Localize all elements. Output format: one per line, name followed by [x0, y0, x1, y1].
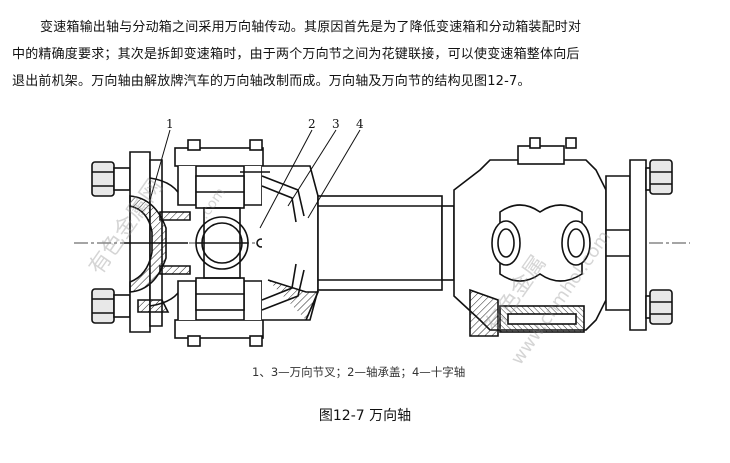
paragraph-line-2: 中的精确度要求；其次是拆卸变速箱时，由于两个万向节之间为花键联接，可以使变速箱整…: [12, 47, 580, 62]
part-label-2: 2: [308, 117, 316, 131]
drive-shaft: [317, 195, 455, 291]
paragraph-line-3: 退出前机架。万向轴由解放牌汽车的万向轴改制而成。万向轴及万向节的结构见图12-7…: [12, 74, 531, 89]
body-paragraph: 变速箱输出轴与分动箱之间采用万向轴传动。其原因首先是为了降低变速箱和分动箱装配时…: [12, 14, 720, 95]
left-flange-yoke: [91, 151, 188, 333]
part-label-4: 4: [356, 117, 364, 131]
paragraph-line-1: 变速箱输出轴与分动箱之间采用万向轴传动。其原因首先是为了降低变速箱和分动箱装配时…: [40, 20, 582, 35]
right-yoke: [453, 137, 673, 337]
left-cross-joint: [159, 139, 266, 347]
figure-legend: 1、3—万向节叉；2—轴承盖；4—十字轴: [252, 365, 466, 379]
part-label-1: 1: [166, 117, 174, 131]
leader-lines: [149, 129, 361, 229]
figure-title: 图12-7 万向轴: [318, 408, 412, 424]
part-label-3: 3: [332, 117, 340, 131]
